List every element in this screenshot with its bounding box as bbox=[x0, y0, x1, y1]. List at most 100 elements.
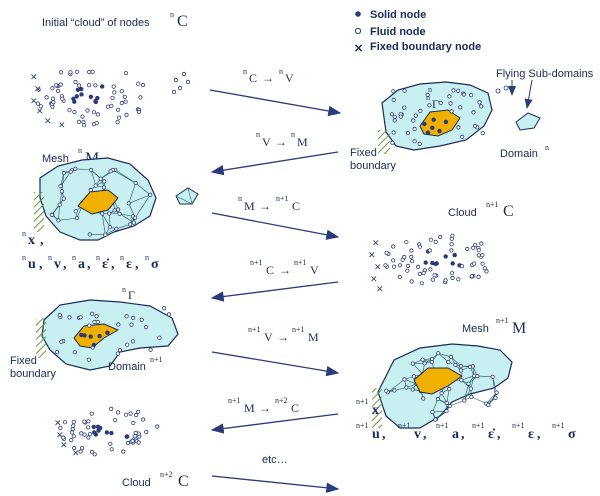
fluid-node bbox=[101, 185, 107, 190]
fluid-node bbox=[425, 92, 430, 98]
cloud-label-right: Cloud bbox=[448, 207, 477, 219]
sup: n bbox=[291, 130, 295, 139]
fluid-node bbox=[466, 381, 471, 386]
mesh-edge bbox=[128, 194, 151, 204]
fluid-node bbox=[130, 339, 136, 344]
sup: n+1 bbox=[276, 194, 289, 203]
sup-n: n bbox=[170, 10, 174, 19]
fluid-node bbox=[411, 374, 416, 379]
mesh-edge bbox=[60, 171, 71, 187]
fluid-node bbox=[58, 82, 63, 87]
fluid-node bbox=[82, 432, 87, 437]
fluid-node bbox=[447, 94, 452, 99]
fluid-node bbox=[185, 79, 191, 85]
fluid-node bbox=[417, 141, 422, 146]
fixed-node: ✕ bbox=[30, 96, 38, 106]
fluid-node bbox=[473, 243, 478, 248]
op-arrow: → bbox=[259, 199, 271, 213]
op-C: C bbox=[249, 71, 257, 85]
fluid-node bbox=[493, 395, 498, 400]
fluid-node bbox=[484, 269, 489, 274]
fixed-node: ✕ bbox=[30, 72, 38, 82]
comma: , bbox=[87, 257, 91, 272]
fluid-node bbox=[456, 88, 461, 93]
fluid-node bbox=[91, 110, 97, 115]
fluid-node bbox=[107, 211, 112, 216]
solid-node-icon bbox=[355, 11, 361, 17]
step-V1-to-M1: n+1 V → n+1 M bbox=[211, 325, 340, 377]
fixed-node: ✕ bbox=[56, 430, 64, 440]
solid-node bbox=[109, 430, 114, 436]
fluid-node bbox=[70, 430, 75, 435]
fluid-node bbox=[85, 108, 90, 113]
fluid-node bbox=[95, 319, 100, 325]
fluid-node bbox=[421, 270, 426, 276]
fluid-node bbox=[100, 211, 105, 216]
sup: n bbox=[78, 146, 82, 155]
fluid-node bbox=[116, 107, 121, 112]
fluid-node bbox=[140, 417, 146, 422]
fluid-node bbox=[140, 82, 146, 88]
fluid-node bbox=[122, 94, 127, 99]
symbol-C: C bbox=[178, 473, 189, 490]
fluid-node bbox=[129, 322, 134, 327]
fluid-node bbox=[391, 89, 396, 94]
fluid-node bbox=[391, 264, 397, 269]
fluid-node bbox=[417, 244, 422, 249]
fluid-node bbox=[98, 176, 103, 181]
sup: n+1 bbox=[512, 421, 525, 430]
fluid-node bbox=[105, 104, 111, 109]
step-V-to-M: n V → n M bbox=[210, 130, 339, 176]
fluid-node bbox=[60, 96, 65, 101]
fluid-node bbox=[124, 314, 129, 319]
fluid-node bbox=[405, 130, 411, 136]
fluid-node bbox=[389, 112, 395, 117]
fluid-node bbox=[418, 108, 423, 114]
mesh-edge bbox=[119, 213, 134, 217]
fluid-node bbox=[35, 101, 41, 106]
fluid-node bbox=[131, 315, 136, 320]
fluid-node bbox=[114, 226, 119, 231]
fluid-node bbox=[128, 222, 133, 227]
fluid-node bbox=[72, 110, 77, 115]
fluid-node bbox=[88, 187, 93, 193]
fluid-node bbox=[480, 131, 485, 136]
fluid-node bbox=[116, 207, 121, 212]
fluid-node bbox=[444, 400, 449, 405]
sup: n+1 bbox=[356, 397, 369, 406]
step-M-to-C: n M → n+1 C bbox=[211, 194, 340, 240]
fluid-node bbox=[71, 434, 76, 439]
var-sigma: σ bbox=[151, 257, 159, 272]
fixed-node: ✕ bbox=[376, 284, 384, 294]
fixed-node: ✕ bbox=[44, 116, 52, 126]
solid-node bbox=[95, 95, 100, 101]
comma: , bbox=[382, 427, 386, 442]
fluid-node bbox=[471, 261, 477, 266]
op-V: V bbox=[310, 263, 319, 277]
comma: , bbox=[423, 427, 427, 442]
op-arrow: → bbox=[275, 135, 287, 149]
mesh-edge bbox=[119, 213, 134, 223]
mesh-edge bbox=[135, 182, 151, 196]
op-M: M bbox=[297, 135, 308, 149]
fluid-node bbox=[87, 83, 92, 88]
fluid-node bbox=[133, 180, 138, 186]
fluid-node bbox=[469, 273, 474, 279]
comma: , bbox=[63, 257, 67, 272]
fluid-node bbox=[124, 412, 129, 417]
sup: n bbox=[22, 229, 26, 238]
fluid-node bbox=[181, 71, 187, 77]
fluid-node bbox=[451, 88, 456, 93]
fluid-node bbox=[72, 350, 78, 355]
fluid-node bbox=[67, 315, 72, 320]
fluid-node bbox=[148, 347, 153, 352]
mesh-edge bbox=[101, 213, 111, 228]
fluid-node bbox=[171, 89, 177, 95]
comma: , bbox=[39, 257, 43, 272]
sup: n bbox=[48, 253, 52, 262]
fluid-node bbox=[417, 271, 422, 276]
fluid-node bbox=[162, 305, 167, 311]
op-V: V bbox=[285, 71, 294, 85]
fluid-node bbox=[415, 264, 421, 269]
